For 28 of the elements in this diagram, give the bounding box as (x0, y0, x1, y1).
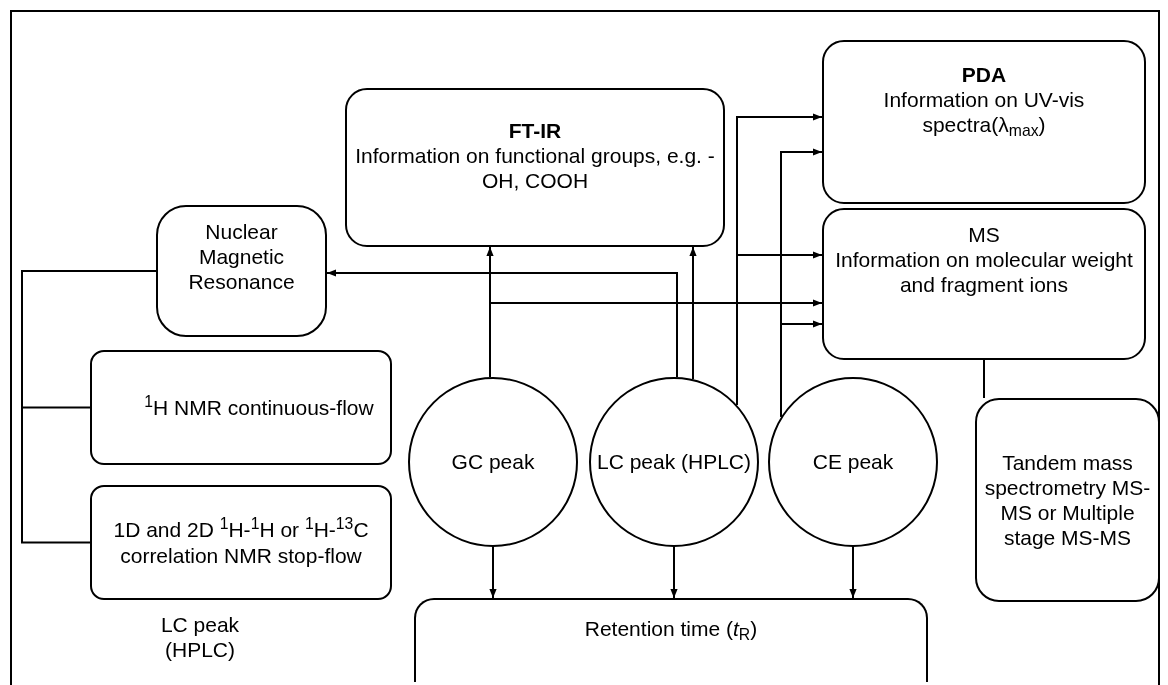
arrow (849, 546, 857, 599)
process-box (345, 88, 725, 247)
box-text: Retention time (t$_{R}$) (584, 616, 758, 642)
arrow (670, 546, 678, 599)
box-heading: FT-IR (508, 118, 562, 144)
process-box (90, 485, 392, 600)
box-text: Nuclear Magnetic Resonance (187, 219, 296, 295)
box-text: Information on molecular weight and fragment ions (834, 247, 1134, 298)
arrow (489, 546, 497, 599)
process-box (822, 40, 1146, 204)
arrow (326, 269, 678, 379)
process-box (975, 398, 1160, 602)
box-text: CE peak (812, 449, 894, 475)
box-text: Tandem mass spectrometry MS-MS or Multiple stage MS-MS (983, 449, 1152, 551)
process-box (414, 598, 928, 682)
box-text: GC peak (451, 449, 535, 475)
box-heading: PDA (961, 62, 1007, 88)
box-text: 1D and 2D $^{1}$H-$^{1}$H or $^{1}$H-$^{13}$C correlation NMR stop-flow (112, 517, 370, 568)
box-text: Information on UV-vis spectra(λ$_{max}$) (882, 87, 1086, 138)
box-text: Information on functional groups, e.g. -OH, COOH (354, 143, 716, 194)
process-box (822, 208, 1146, 360)
process-box (90, 350, 392, 465)
process-box (156, 205, 327, 337)
box-heading: MS (968, 222, 1000, 248)
caption-label: LC peak (HPLC) (159, 612, 241, 663)
box-text: LC peak (HPLC) (596, 449, 752, 475)
arrow (780, 320, 823, 418)
box-text: $^{1}$H NMR continuous-flow (144, 394, 374, 421)
